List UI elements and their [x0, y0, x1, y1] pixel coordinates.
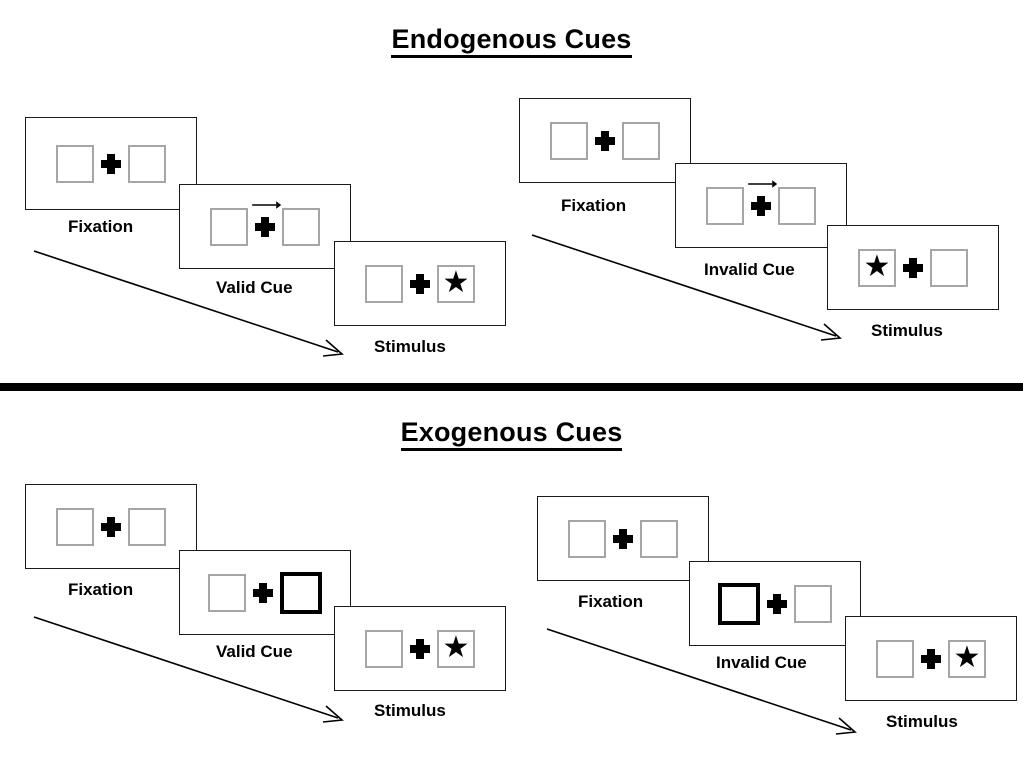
frame-content — [550, 121, 660, 160]
frame-endogenous-invalid-fixation — [519, 98, 691, 183]
frame-endogenous-invalid-cue — [675, 163, 847, 248]
fixation-cross-icon — [248, 200, 282, 237]
placeholder-box-left — [550, 121, 588, 160]
placeholder-box-right — [282, 207, 320, 246]
frame-content: ★ — [858, 248, 968, 287]
fixation-cross-icon — [588, 130, 622, 151]
fixation-cross-icon — [403, 273, 437, 294]
caption-endogenous-invalid-fixation: Fixation — [561, 196, 627, 215]
frame-endogenous-valid-cue — [179, 184, 351, 269]
frame-content: ★ — [365, 629, 475, 668]
placeholder-box-left — [365, 264, 403, 303]
frame-exogenous-valid-cue — [179, 550, 351, 635]
placeholder-box-left — [56, 507, 94, 546]
section-divider — [0, 383, 1023, 391]
fixation-cross-icon — [914, 648, 948, 669]
placeholder-box-right: ★ — [948, 639, 986, 678]
fixation-cross-icon — [94, 516, 128, 537]
arrow-right-icon — [748, 179, 778, 188]
section-title-endogenous: Endogenous Cues — [0, 24, 1023, 58]
fixation-cross-icon — [760, 593, 794, 614]
frame-content — [208, 571, 322, 614]
frame-exogenous-valid-stimulus: ★ — [334, 606, 506, 691]
frame-endogenous-valid-fixation — [25, 117, 197, 210]
placeholder-box-left: ★ — [858, 248, 896, 287]
frame-content — [568, 519, 678, 558]
section-title-exogenous: Exogenous Cues — [0, 417, 1023, 451]
cued-box-left — [718, 582, 760, 625]
placeholder-box-right — [128, 507, 166, 546]
stimulus-star-icon: ★ — [442, 630, 470, 664]
caption-exogenous-valid-fixation: Fixation — [68, 580, 134, 599]
section-title-exogenous-text: Exogenous Cues — [400, 417, 623, 451]
frame-exogenous-valid-fixation — [25, 484, 197, 569]
placeholder-box-left — [365, 629, 403, 668]
stimulus-star-icon: ★ — [863, 249, 891, 283]
caption-exogenous-invalid-cue: Invalid Cue — [716, 653, 807, 672]
placeholder-box-left — [210, 207, 248, 246]
frame-exogenous-invalid-stimulus: ★ — [845, 616, 1017, 701]
caption-exogenous-invalid-stimulus: Stimulus — [886, 712, 958, 731]
caption-endogenous-valid-fixation: Fixation — [68, 217, 134, 236]
placeholder-box-left — [706, 186, 744, 225]
arrow-right-icon — [252, 200, 282, 209]
placeholder-box-left — [568, 519, 606, 558]
frame-content — [56, 144, 166, 183]
placeholder-box-right — [778, 186, 816, 225]
frame-content: ★ — [365, 264, 475, 303]
fixation-cross-icon — [246, 582, 280, 603]
placeholder-box-right — [622, 121, 660, 160]
frame-exogenous-invalid-fixation — [537, 496, 709, 581]
fixation-cross-icon — [403, 638, 437, 659]
fixation-cross-icon — [896, 257, 930, 278]
frame-content — [56, 507, 166, 546]
fixation-cross-icon — [606, 528, 640, 549]
frame-content: ★ — [876, 639, 986, 678]
caption-exogenous-invalid-fixation: Fixation — [578, 592, 644, 611]
frame-content — [210, 200, 320, 246]
caption-endogenous-valid-stimulus: Stimulus — [374, 337, 446, 356]
placeholder-box-right: ★ — [437, 629, 475, 668]
frame-content — [718, 582, 832, 625]
placeholder-box-right — [794, 584, 832, 623]
caption-endogenous-invalid-stimulus: Stimulus — [871, 321, 943, 340]
placeholder-box-right — [128, 144, 166, 183]
placeholder-box-left — [876, 639, 914, 678]
frame-content — [706, 179, 816, 225]
frame-endogenous-invalid-stimulus: ★ — [827, 225, 999, 310]
caption-endogenous-invalid-cue: Invalid Cue — [704, 260, 795, 279]
placeholder-box-right — [930, 248, 968, 287]
cued-box-right — [280, 571, 322, 614]
caption-exogenous-valid-stimulus: Stimulus — [374, 701, 446, 720]
caption-endogenous-valid-cue: Valid Cue — [216, 278, 293, 297]
fixation-cross-icon — [744, 179, 778, 216]
section-title-endogenous-text: Endogenous Cues — [391, 24, 632, 58]
frame-exogenous-invalid-cue — [689, 561, 861, 646]
placeholder-box-left — [208, 573, 246, 612]
stimulus-star-icon: ★ — [442, 265, 470, 299]
fixation-cross-icon — [94, 153, 128, 174]
frame-endogenous-valid-stimulus: ★ — [334, 241, 506, 326]
placeholder-box-right — [640, 519, 678, 558]
placeholder-box-left — [56, 144, 94, 183]
placeholder-box-right: ★ — [437, 264, 475, 303]
stimulus-star-icon: ★ — [953, 640, 981, 674]
caption-exogenous-valid-cue: Valid Cue — [216, 642, 293, 661]
